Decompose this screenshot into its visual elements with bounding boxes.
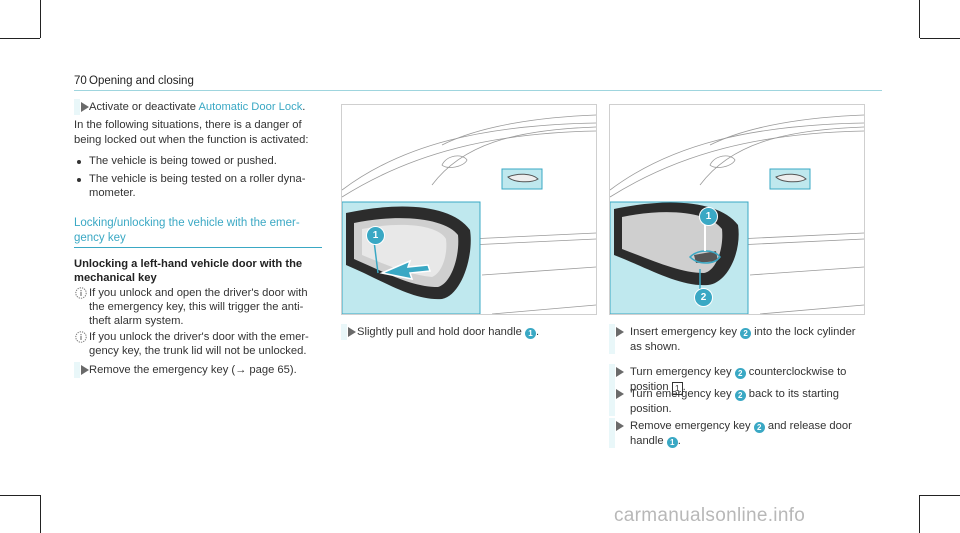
step-text: Turn emergency key: [630, 388, 735, 400]
step-arrow-icon: [81, 102, 89, 112]
bullet-item: The vehicle is being towed or pushed.: [89, 155, 277, 167]
step-insert-key: Insert emergency key 2 into the lock cyl…: [630, 325, 870, 355]
info-icon: [75, 331, 87, 343]
figure-key-insert: 1 2: [609, 104, 865, 315]
watermark: carmanualsonline.info: [614, 505, 806, 526]
step-stripe: [609, 386, 615, 416]
crop-mark: [40, 0, 41, 38]
bullet-item: The vehicle is being tested on a roller …: [89, 173, 306, 185]
info-text: theft alarm system.: [89, 315, 184, 327]
step-text-suffix: .: [535, 326, 540, 338]
step-stripe: [341, 324, 347, 340]
section-heading: Locking/unlocking the vehicle with the e…: [74, 217, 300, 229]
position-key-symbol: 1: [671, 382, 683, 395]
step-text-cont: position.: [630, 403, 672, 415]
step-turn-back: Turn emergency key 2 back to its startin…: [630, 387, 870, 417]
step-stripe: [74, 362, 80, 378]
automatic-door-lock-link[interactable]: Automatic Door Lock: [198, 101, 303, 113]
bullet-dot: [77, 178, 81, 182]
callout-badge: 2: [734, 368, 746, 379]
step-activate: Activate or deactivate Automatic Door Lo…: [89, 100, 329, 115]
step-arrow-icon: [616, 389, 624, 399]
callout-badge: 1: [699, 207, 718, 226]
info-text: If you unlock and open the driver's door…: [89, 287, 308, 299]
intro-line: being locked out when the function is ac…: [74, 134, 309, 146]
section-rule: [74, 247, 322, 248]
crop-mark: [0, 495, 40, 496]
figure-door-handle-pull: 1: [341, 104, 597, 315]
step-text-cont: position: [630, 381, 672, 393]
step-text-cont: handle: [630, 435, 667, 447]
step-arrow-icon: [348, 327, 356, 337]
step-text: Remove the emergency key (: [89, 364, 236, 376]
info-text: If you unlock the driver's door with the…: [89, 331, 309, 343]
bullet-dot: [77, 160, 81, 164]
step-remove-release: Remove emergency key 2 and release door …: [630, 419, 870, 449]
callout-badge: 2: [740, 328, 752, 339]
crop-mark: [919, 0, 920, 38]
crop-mark: [40, 495, 41, 533]
info-text: gency key, the trunk lid will not be unl…: [89, 345, 307, 357]
section-heading: gency key: [74, 232, 126, 244]
step-stripe: [74, 99, 80, 115]
step-text: Slightly pull and hold door handle: [357, 326, 525, 338]
step-text: Insert emergency key: [630, 326, 741, 338]
step-remove-key: Remove the emergency key (→ page 65).: [89, 363, 329, 378]
step-text-suffix: .: [677, 435, 681, 447]
callout-badge: 1: [666, 437, 678, 448]
intro-line: In the following situations, there is a …: [74, 119, 302, 131]
car-door-illustration: [342, 114, 596, 314]
step-pull-handle: Slightly pull and hold door handle 1.: [357, 325, 597, 340]
step-text: Activate or deactivate: [89, 101, 199, 113]
step-text-suffix: .: [682, 381, 686, 393]
crop-mark: [0, 38, 40, 39]
crop-mark: [920, 38, 960, 39]
crop-mark: [920, 495, 960, 496]
callout-badge: 1: [366, 226, 385, 245]
step-turn-key: Turn emergency key 2 counterclockwise to…: [630, 365, 870, 395]
step-arrow-icon: [616, 367, 624, 377]
crop-mark: [919, 495, 920, 533]
step-arrow-icon: [81, 365, 89, 375]
bullet-item-cont: mometer.: [89, 187, 136, 199]
callout-badge: 2: [734, 390, 746, 401]
page-ref-link[interactable]: page 65).: [246, 364, 297, 376]
callout-badge: 2: [694, 288, 713, 307]
sub-heading: mechanical key: [74, 272, 157, 284]
info-text: the emergency key, this will trigger the…: [89, 301, 304, 313]
page-number: 70: [74, 75, 87, 87]
step-stripe: [609, 364, 615, 394]
step-text: and release door: [764, 420, 852, 432]
info-icon: [75, 287, 87, 299]
header-rule: [74, 90, 882, 91]
step-text: Remove emergency key: [630, 420, 754, 432]
car-door-key-illustration: [610, 114, 864, 314]
callout-badge: 1: [524, 328, 536, 339]
step-arrow-icon: [616, 421, 624, 431]
step-stripe: [609, 418, 615, 448]
step-text: Turn emergency key: [630, 366, 735, 378]
step-arrow-icon: [616, 327, 624, 337]
callout-badge: 2: [753, 422, 765, 433]
step-text: counterclockwise to: [745, 366, 847, 378]
step-text-cont: as shown.: [630, 341, 681, 353]
section-title: Opening and closing: [89, 75, 194, 87]
step-stripe: [609, 324, 615, 354]
step-text-suffix: .: [302, 101, 306, 113]
step-text: into the lock cylinder: [751, 326, 856, 338]
page-ref-arrow: →: [235, 364, 247, 376]
step-text: back to its starting: [745, 388, 839, 400]
sub-heading: Unlocking a left-hand vehicle door with …: [74, 258, 303, 270]
